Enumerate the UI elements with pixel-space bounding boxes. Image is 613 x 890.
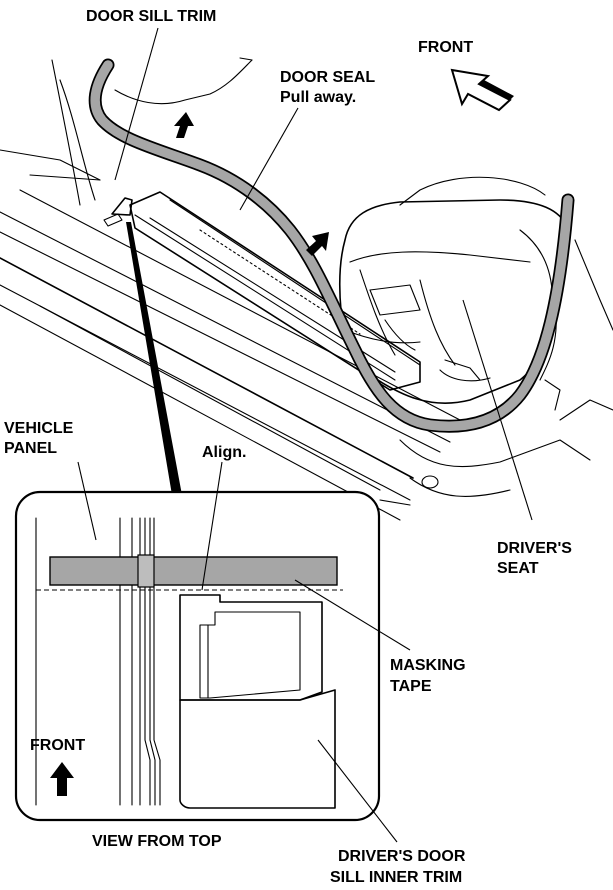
view-from-top-inset bbox=[14, 490, 381, 822]
label-vehicle-panel-1: VEHICLE bbox=[4, 420, 74, 437]
label-inner-trim-1: DRIVER'S DOOR bbox=[338, 848, 466, 865]
label-drivers-seat-1: DRIVER'S bbox=[497, 540, 572, 557]
masking-tape bbox=[49, 556, 338, 586]
drivers-seat bbox=[338, 176, 569, 411]
label-inner-trim-2: SILL INNER TRIM bbox=[330, 869, 462, 886]
detail-callout-wedge bbox=[126, 222, 182, 495]
label-drivers-seat-2: SEAT bbox=[497, 560, 539, 577]
label-door-sill-trim: DOOR SILL TRIM bbox=[86, 8, 216, 25]
pull-arrow-1 bbox=[174, 112, 194, 138]
vehicle-floor-perspective bbox=[0, 57, 613, 521]
label-pull-away: Pull away. bbox=[280, 89, 356, 106]
door-seal bbox=[88, 58, 575, 433]
front-arrow-small-icon bbox=[50, 762, 74, 796]
label-masking-tape-1: MASKING bbox=[390, 657, 466, 674]
label-front-inset: FRONT bbox=[30, 737, 85, 754]
pull-arrow-2 bbox=[306, 232, 329, 256]
label-masking-tape-2: TAPE bbox=[390, 678, 432, 695]
inner-trim-perspective bbox=[103, 191, 421, 391]
label-front-top: FRONT bbox=[418, 39, 473, 56]
label-align: Align. bbox=[202, 444, 246, 461]
label-view-from-top: VIEW FROM TOP bbox=[92, 833, 222, 850]
label-vehicle-panel-2: PANEL bbox=[4, 440, 57, 457]
label-door-seal: DOOR SEAL bbox=[280, 69, 375, 86]
